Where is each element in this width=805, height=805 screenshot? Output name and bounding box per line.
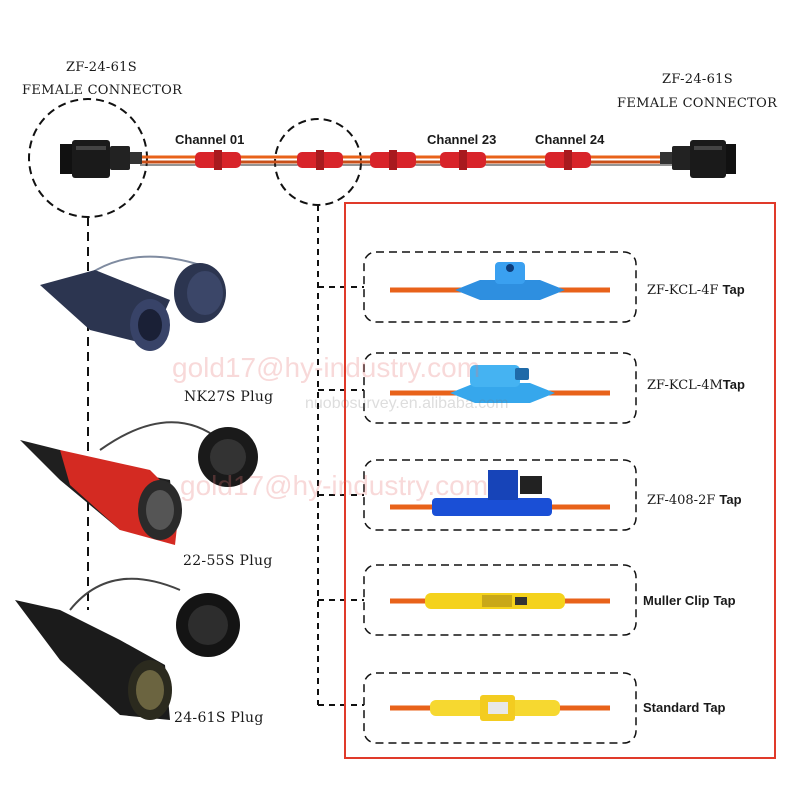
tap-suffix-1: Tap (722, 282, 745, 297)
left-female-connector (60, 140, 142, 178)
plug-illustration-2 (20, 421, 258, 545)
tap-suffix-3: Tap (719, 492, 742, 507)
tap-suffix-4: Tap (713, 593, 736, 608)
tap-label-4: Muller Clip Tap (643, 592, 736, 610)
channel-23-label: Channel 23 (427, 132, 497, 147)
plug-label-2: 22-55S Plug (183, 553, 273, 569)
plug-label-3: 24-61S Plug (174, 710, 264, 726)
tap-label-3: ZF-408-2F Tap (647, 491, 742, 509)
tap-link-dashed-tree (317, 205, 364, 706)
tap-name-4: Muller Clip (643, 593, 710, 608)
tap-box-2 (363, 352, 637, 424)
watermark-1: gold17@hy-industry.com (172, 352, 481, 383)
tap-label-5: Standard Tap (643, 699, 726, 717)
takeout-segment-5 (545, 150, 591, 170)
tap-label-2: ZF-KCL-4MTap (647, 376, 745, 394)
right-connector-model: ZF-24-61S (662, 72, 733, 87)
takeout-segment-3 (370, 150, 416, 170)
tap-box-5 (363, 672, 637, 744)
takeout-segment-2 (297, 150, 343, 170)
tap-name-1: ZF-KCL-4F (647, 283, 719, 298)
tap-name-3: ZF-408-2F (647, 493, 716, 508)
tap-illustration-5 (390, 695, 610, 721)
watermark-3: gold17@hy-industry.com (180, 470, 489, 501)
plug-illustration-1 (40, 255, 226, 351)
left-connector-desc: FEMALE CONNECTOR (22, 83, 183, 98)
plug-illustration-3 (15, 577, 240, 720)
tap-label-1: ZF-KCL-4F Tap (647, 281, 745, 299)
tap-box-3 (363, 459, 637, 531)
left-connector-model: ZF-24-61S (66, 60, 137, 75)
watermark-2: nuobosurvey.en.alibaba.com (305, 395, 509, 412)
channel-01-label: Channel 01 (175, 132, 245, 147)
tap-suffix-5: Tap (703, 700, 726, 715)
takeout-segment-4 (440, 150, 486, 170)
takeout-segments (195, 150, 591, 170)
tap-illustration-3 (390, 470, 610, 516)
tap-box-1 (363, 251, 637, 323)
takeout-segment-1 (195, 150, 241, 170)
right-connector-desc: FEMALE CONNECTOR (617, 96, 778, 111)
plug-label-1: NK27S Plug (184, 389, 274, 405)
right-female-connector (660, 140, 736, 178)
tap-box-4 (363, 564, 637, 636)
tap-illustration-2 (390, 365, 610, 403)
channel-24-label: Channel 24 (535, 132, 605, 147)
tap-illustration-1 (390, 262, 610, 300)
tap-illustration-4 (390, 593, 610, 609)
tap-name-2: ZF-KCL-4M (647, 378, 723, 393)
tap-suffix-2: Tap (722, 377, 745, 392)
tap-name-5: Standard (643, 700, 700, 715)
tap-types-frame (344, 202, 776, 759)
